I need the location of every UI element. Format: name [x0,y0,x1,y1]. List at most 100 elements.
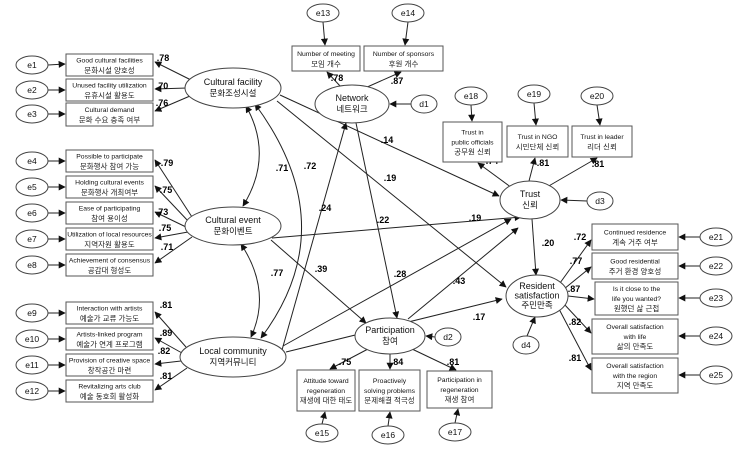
error-term-label: e7 [27,234,37,244]
indicator-label: Good residential [610,258,660,265]
loading-coefficient: .72 [574,232,587,242]
error-term-label: e25 [709,370,723,380]
path-coefficient: .39 [315,264,328,274]
error-term-label: e13 [316,8,330,18]
indicator-label: public officials [451,140,494,147]
latent-label: 신뢰 [522,200,538,210]
error-arrow [402,21,410,46]
indicator-label: Possible to participate [76,153,143,160]
path-arrow-local-community-to-trust [282,218,512,347]
latent-label: Cultural facility [204,77,263,87]
loading-arrow [563,303,592,334]
latent-label: 문화이벤트 [213,226,252,236]
error-term-label: e9 [27,308,37,318]
indicator-utilization-of-local-resources [65,227,154,251]
error-term-d2 [434,327,462,347]
error-term-label: e11 [25,360,39,370]
indicator-label: Number of meeting [297,51,355,58]
latent-label: 지역커뮤니티 [210,357,257,367]
indicator-label: regeneration [307,388,345,395]
error-arrow [425,333,436,341]
indicator-revitalizing-arts-club [65,379,154,403]
indicator-label: Cultural demand [85,107,135,114]
indicator-label: Overall satisfaction [606,363,664,370]
error-term-e6 [15,203,49,223]
covariance-arrow-cultural-facility~local-community [254,103,303,339]
covariance-arrow-cultural-event~local-community [240,243,260,338]
error-term-d3 [586,191,614,211]
latent-label: Resident [519,281,555,291]
latent-label: 참여 [382,336,398,346]
indicator-trust-in-leader [571,125,633,158]
loading-coefficient: .81 [537,158,550,168]
path-coefficient: .17 [473,312,486,322]
latent-network [314,84,390,124]
path-coefficient: .28 [394,269,407,279]
indicator-continued-residence [591,223,679,251]
indicator-unused-facility-utilization [65,78,154,102]
loading-arrow [154,95,191,112]
error-term-e20 [580,86,614,106]
error-term-label: d4 [521,340,531,350]
indicator-label: 삶의 만족도 [617,341,654,351]
error-term-d4 [512,335,540,355]
error-term-label: e16 [381,430,395,440]
indicator-label: Participation in [437,377,482,384]
loading-coefficient: .87 [568,284,581,294]
indicator-proactively-solving-problems [358,369,421,412]
indicator-label: Interaction with artists [77,305,143,312]
latent-label: 네트워크 [336,104,367,114]
indicator-overall-satisfaction-with-region [591,357,679,394]
indicator-possible-to-participate [65,149,154,173]
error-term-e14 [391,3,425,23]
loading-coefficient: .75 [339,357,352,367]
indicator-label: 공감대 형성도 [88,265,132,275]
indicator-label: with life [623,334,647,341]
indicator-label: Trust in NGO [518,134,558,141]
loading-coefficient: .70 [156,81,169,91]
error-arrow [526,316,536,337]
covariance-coefficient: .71 [276,163,289,173]
error-term-label: d1 [419,99,429,109]
indicator-good-cultural-facilities [65,53,154,77]
indicator-label: Overall satisfaction [606,324,664,331]
indicator-label: 문화 수요 충족 여부 [79,114,141,124]
latent-cultural-event [184,206,282,246]
indicator-attitude-toward-regeneration [296,369,356,412]
loading-arrow [154,337,183,354]
error-term-label: e21 [709,232,723,242]
indicator-label: 문화행사 개최여부 [81,187,138,197]
error-term-e2 [15,80,49,100]
error-term-e9 [15,303,49,323]
error-term-e5 [15,177,49,197]
loading-coefficient: .76 [156,98,169,108]
indicator-label: with the region [612,373,657,380]
indicator-label: Trust in [461,130,484,137]
indicator-label: 계속 거주 여부 [612,237,658,247]
indicator-label: 시민단체 신뢰 [516,141,559,151]
indicator-interaction-with-artists [65,301,154,325]
loading-coefficient: .78 [157,53,170,63]
indicator-ease-of-participating [65,201,154,225]
error-term-label: d3 [595,196,605,206]
indicator-label: 예술가 연계 프로그램 [76,339,142,349]
indicator-label: regeneration [440,387,478,394]
indicator-label: Achievement of consensus [69,257,151,264]
latent-label: Local community [199,346,267,356]
indicator-label: Provision of creative space [69,357,150,364]
loading-arrow [559,239,592,284]
loading-coefficient: .79 [161,158,174,168]
indicator-label: 리더 신뢰 [587,142,617,151]
error-term-d1 [410,94,438,114]
indicator-label: 유휴시설 활용도 [84,90,134,100]
loading-coefficient: .71 [161,242,174,252]
error-term-e13 [306,3,340,23]
error-term-label: e2 [27,85,37,95]
error-arrow [560,196,588,204]
error-term-e22 [699,256,733,276]
error-term-e18 [454,86,488,106]
loading-arrow [154,61,192,81]
error-term-label: e19 [527,89,541,99]
error-term-label: e10 [25,334,39,344]
